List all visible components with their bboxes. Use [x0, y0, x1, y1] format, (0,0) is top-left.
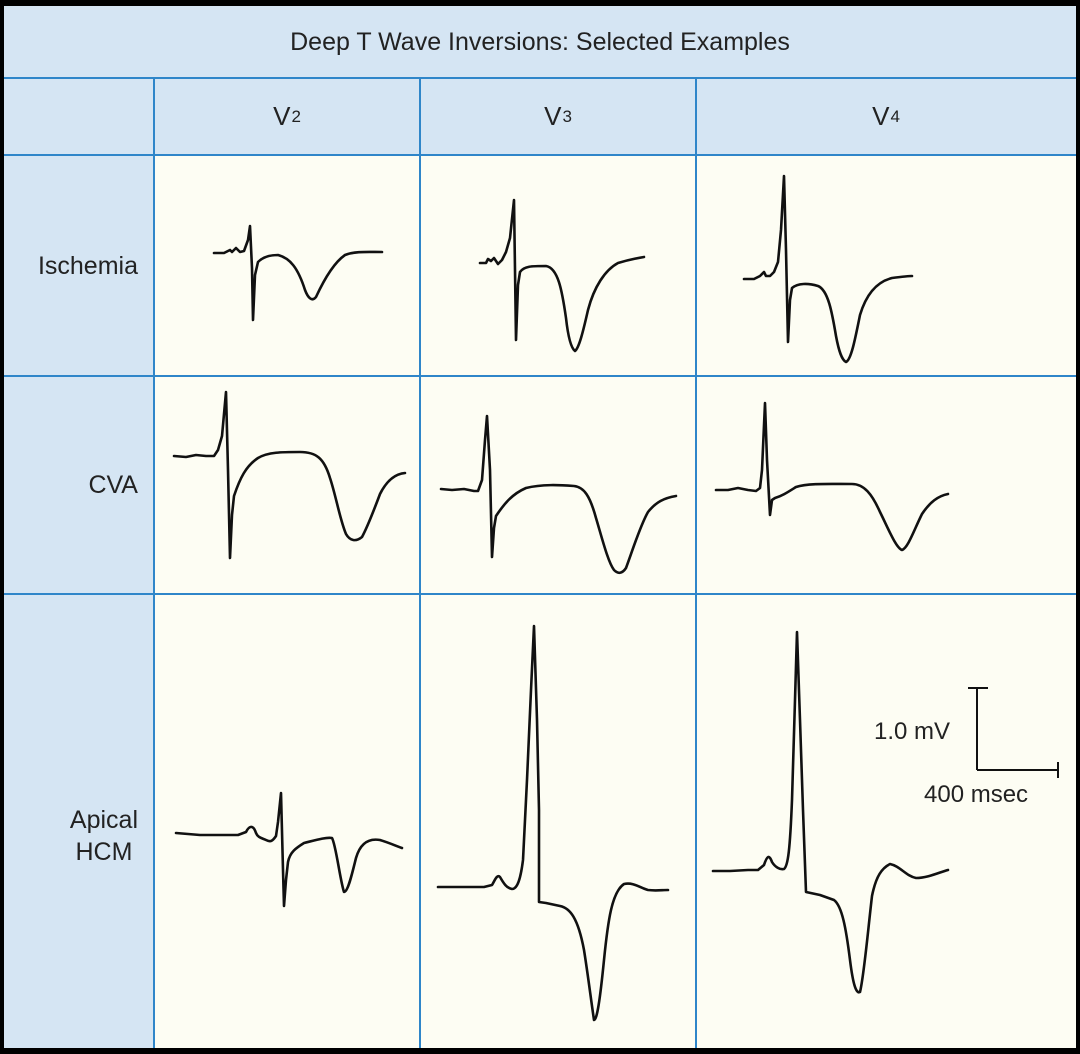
figure-title: Deep T Wave Inversions: Selected Example… — [4, 6, 1076, 78]
column-lead-subscript: 3 — [562, 106, 572, 126]
column-lead-label: V — [544, 101, 562, 131]
ecg-trace-apical-hcm-v3 — [436, 624, 670, 1022]
scale-bar — [968, 687, 1059, 778]
ecg-trace-ischemia-v2 — [212, 224, 384, 322]
ecg-trace-cva-v4 — [714, 401, 950, 552]
ecg-trace-cva-v3 — [439, 414, 678, 575]
column-lead-subscript: 2 — [291, 106, 301, 126]
column-lead-subscript: 4 — [890, 106, 900, 126]
column-lead-label: V — [872, 101, 890, 131]
row-label-line-1: Apical — [69, 806, 138, 834]
row-label: Ischemia — [37, 251, 138, 280]
scale-time-label: 400 msec — [924, 781, 1029, 808]
grid-lines — [4, 77, 1076, 1048]
ecg-trace-apical-hcm-v4 — [711, 630, 950, 994]
ecg-trace-ischemia-v3 — [478, 198, 646, 353]
ecg-trace-cva-v2 — [172, 390, 407, 560]
row-header-cva: CVA — [4, 376, 154, 594]
ecg-trace-apical-hcm-v2 — [174, 791, 404, 908]
scale-voltage-label: 1.0 mV — [874, 718, 951, 745]
row-label: CVA — [88, 471, 138, 499]
ecg-trace-ischemia-v4 — [742, 174, 914, 364]
row-label-line-2: HCM — [75, 838, 133, 866]
row-header-ischemia: Ischemia — [4, 155, 154, 376]
ecg-traces — [172, 174, 950, 1022]
column-lead-label: V — [273, 101, 291, 131]
corner-cell — [4, 78, 154, 155]
row-header-apical-hcm: Apical HCM — [4, 594, 154, 1048]
